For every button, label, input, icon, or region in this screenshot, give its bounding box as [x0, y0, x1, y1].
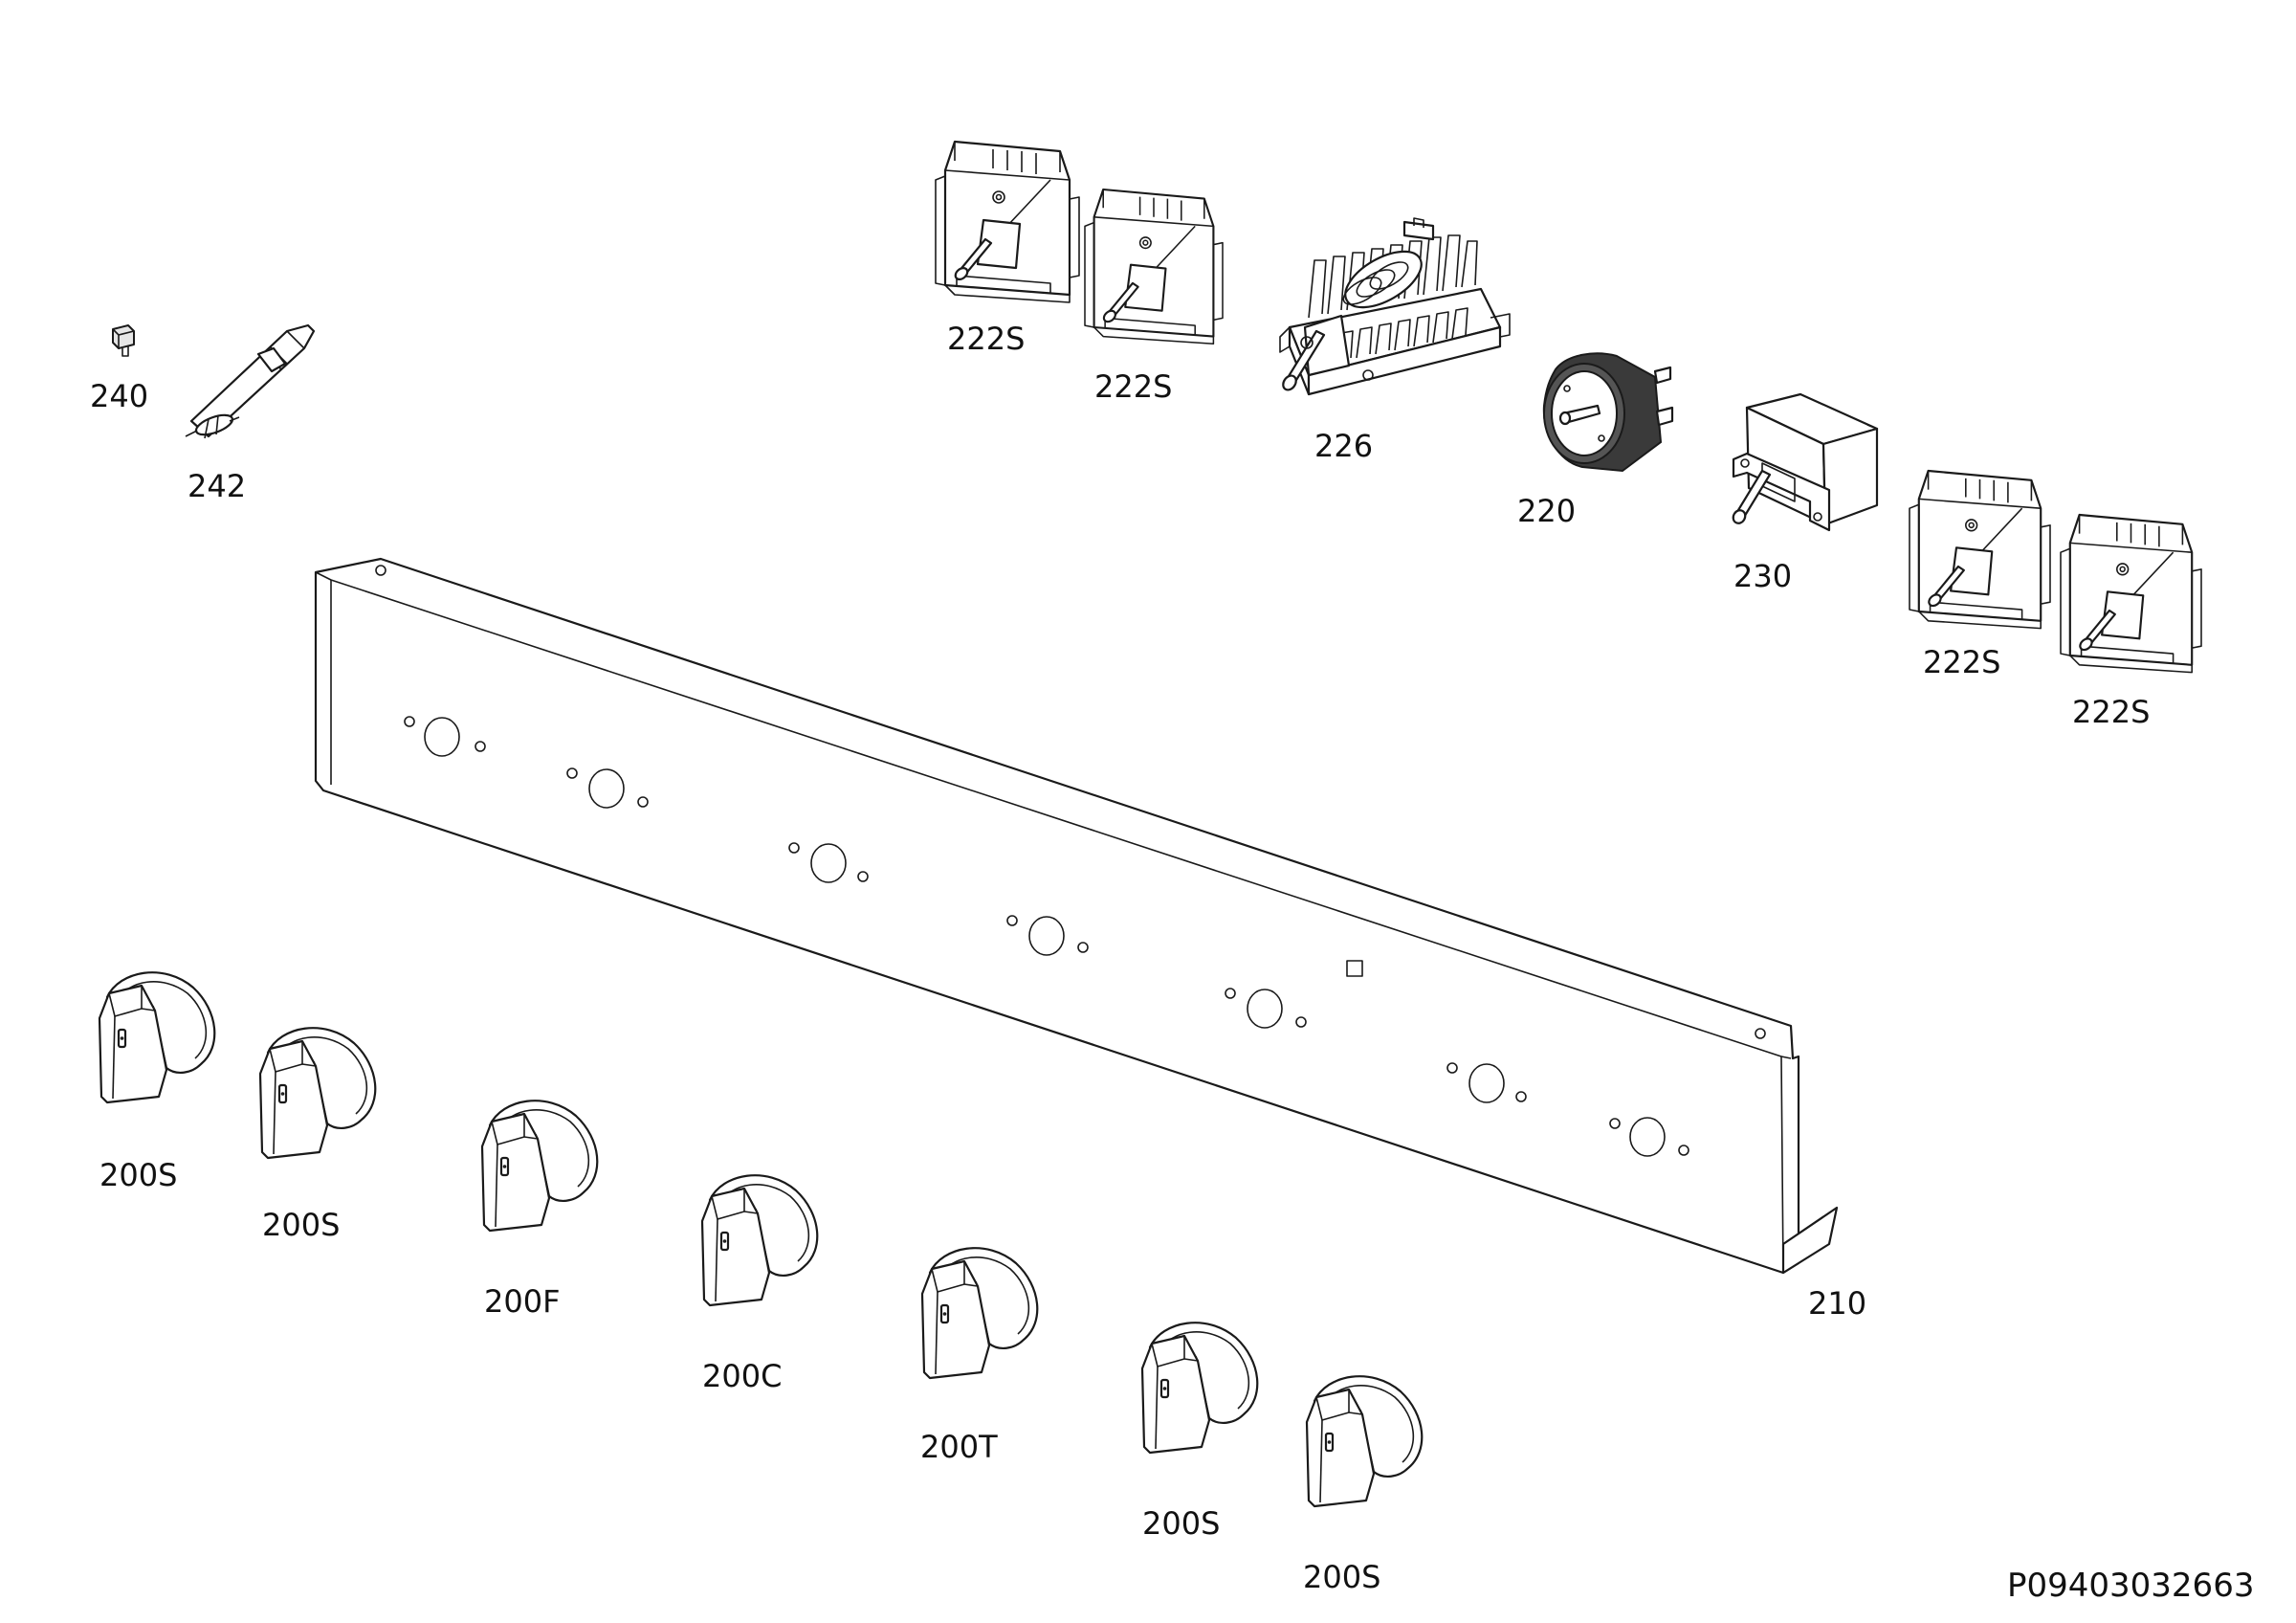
drawing-id: P09403032663 [2007, 1567, 2255, 1605]
part-226-function-selector [1279, 217, 1511, 396]
panel-knob-opening [788, 842, 869, 883]
label-200t: 200T [920, 1429, 998, 1465]
part-220-timer [1542, 352, 1674, 473]
part-200s-knob-a [98, 971, 216, 1104]
label-200f: 200F [484, 1283, 561, 1320]
label-200c: 200C [702, 1358, 783, 1394]
part-200f-knob [480, 1100, 599, 1233]
part-200s-knob-b [258, 1027, 377, 1160]
label-200s-c: 200S [1142, 1505, 1221, 1542]
part-200c-knob [700, 1174, 819, 1307]
panel-knob-opening [1609, 1117, 1689, 1157]
label-242: 242 [188, 468, 247, 504]
panel-knob-opening [1006, 915, 1089, 956]
part-240-cap [112, 324, 135, 357]
label-200s-b: 200S [262, 1207, 341, 1243]
label-210: 210 [1808, 1285, 1867, 1322]
label-222s-a: 222S [947, 321, 1026, 357]
panel-indicator-window [1346, 960, 1363, 977]
part-210-control-panel [314, 557, 1839, 1275]
label-222s-b: 222S [1094, 368, 1173, 405]
label-222s-c: 222S [1923, 644, 2001, 680]
label-222s-d: 222S [2072, 694, 2151, 730]
part-222s-switch-c [1908, 469, 2052, 630]
part-242-electrode [185, 323, 316, 439]
label-226: 226 [1314, 428, 1374, 464]
part-200s-knob-d [1305, 1375, 1424, 1508]
panel-knob-opening [1446, 1062, 1527, 1103]
part-222s-switch-a [934, 140, 1081, 304]
label-200s-a: 200S [99, 1157, 178, 1193]
label-220: 220 [1517, 493, 1577, 529]
panel-knob-opening [1225, 988, 1307, 1029]
label-230: 230 [1733, 558, 1793, 594]
part-230-regulator [1732, 392, 1879, 532]
part-200t-knob [920, 1247, 1039, 1380]
part-200s-knob-c [1140, 1322, 1259, 1455]
part-222s-switch-b [1083, 188, 1225, 345]
panel-knob-opening [566, 767, 649, 809]
panel-knob-opening [404, 716, 486, 757]
part-222s-switch-d [2059, 513, 2203, 674]
label-240: 240 [90, 378, 149, 414]
label-200s-d: 200S [1303, 1559, 1381, 1595]
